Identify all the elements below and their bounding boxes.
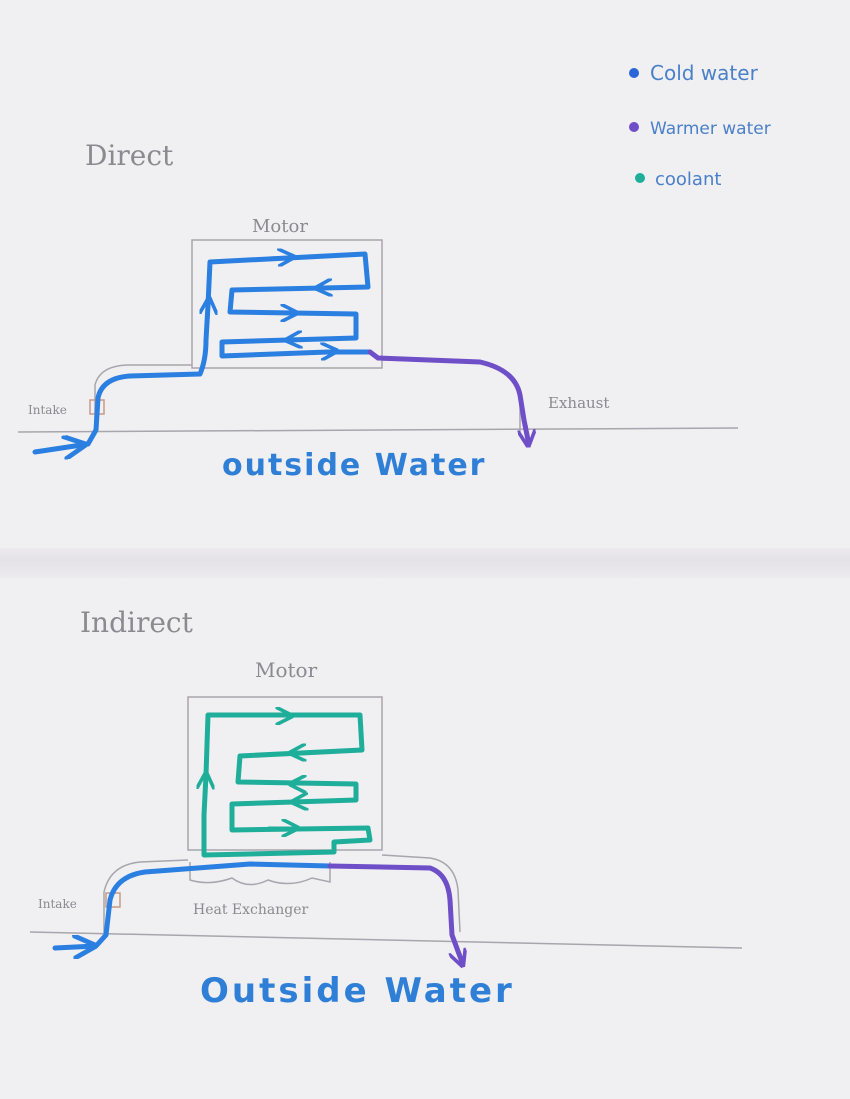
indirect-motor-box <box>187 696 383 851</box>
direct-motor-box <box>191 239 383 369</box>
legend-dot-warm <box>629 122 639 132</box>
direct-title: Direct <box>85 139 174 172</box>
direct-cold-water-path <box>32 251 373 455</box>
legend-label-coolant: coolant <box>655 169 721 190</box>
indirect-coolant-path <box>201 712 373 858</box>
indirect-title: Indirect <box>80 606 194 639</box>
indirect-diagram: Indirect Motor Heat Exchanger Intake <box>29 606 743 1011</box>
legend-label-warm: Warmer water <box>650 119 771 139</box>
indirect-warm-water-path <box>327 863 465 965</box>
legend-dot-cold <box>629 68 639 78</box>
indirect-hull-outline <box>103 854 461 935</box>
indirect-water-line <box>29 931 743 949</box>
paper-fold <box>0 548 850 578</box>
direct-water-line <box>17 427 739 433</box>
indirect-water-label: Outside Water <box>200 971 515 1011</box>
direct-water-label: outside Water <box>222 448 486 483</box>
direct-diagram: Direct Motor Intake Exhaust ou <box>17 139 739 483</box>
direct-hull-outline <box>94 359 521 432</box>
indirect-motor-label: Motor <box>255 658 318 682</box>
direct-exhaust-label: Exhaust <box>548 394 609 412</box>
indirect-cold-water-path <box>52 861 333 951</box>
indirect-heat-exchanger <box>189 862 331 886</box>
indirect-exchanger-label: Heat Exchanger <box>193 902 309 918</box>
indirect-intake-label: Intake <box>38 897 77 911</box>
direct-motor-label: Motor <box>252 216 308 237</box>
direct-warm-water-path <box>367 349 531 443</box>
legend-label-cold: Cold water <box>650 61 759 85</box>
legend: Cold water Warmer water coolant <box>629 61 771 190</box>
direct-intake-label: Intake <box>28 403 67 417</box>
legend-dot-coolant <box>635 173 645 183</box>
